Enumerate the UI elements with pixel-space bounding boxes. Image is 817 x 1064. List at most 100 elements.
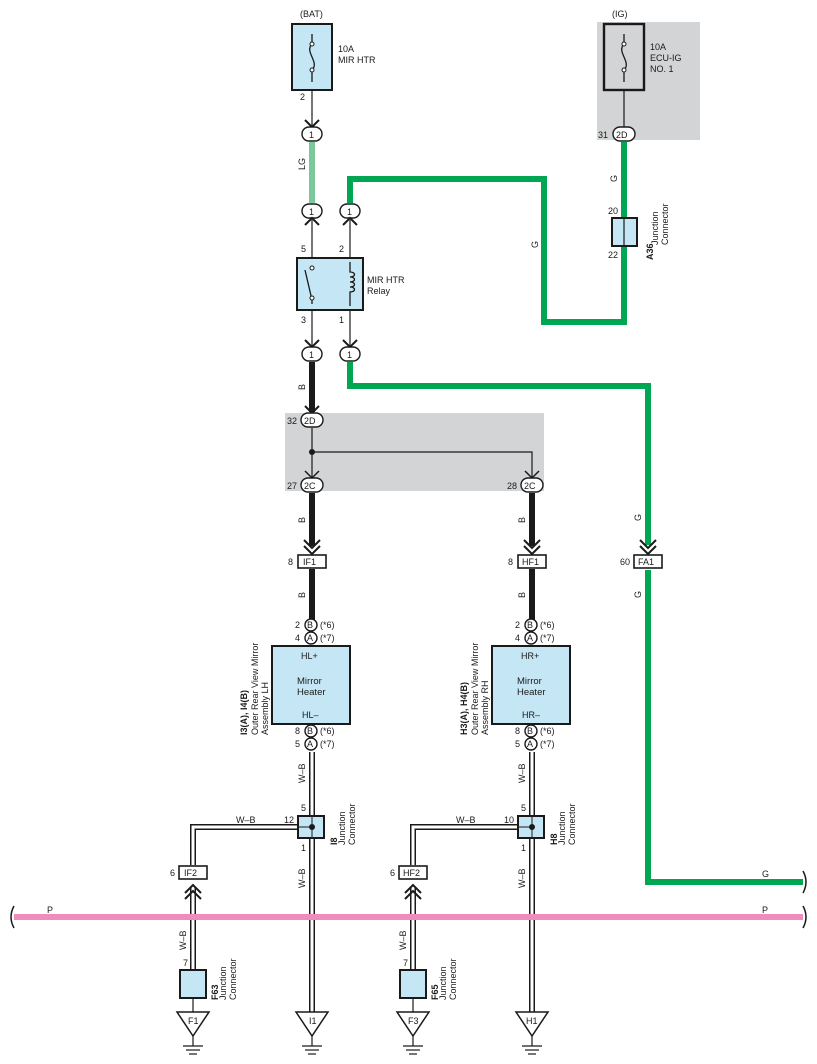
wire-label-b-2: B bbox=[297, 517, 307, 523]
pin-jb-28: 28 bbox=[507, 481, 517, 491]
mirror-lh-pins-bot: 8 B (*6) 5 A (*7) bbox=[295, 724, 335, 751]
svg-text:(*7): (*7) bbox=[320, 633, 335, 643]
wire-label-g-3: G bbox=[633, 514, 643, 521]
fuse-mir-name: MIR HTR bbox=[338, 55, 376, 65]
h8-line1: Junction bbox=[557, 811, 567, 845]
svg-text:1: 1 bbox=[309, 130, 314, 140]
f65-line2: Connector bbox=[448, 958, 458, 1000]
a36-line1: Junction bbox=[650, 211, 660, 245]
conn-1-relay-3: 1 bbox=[301, 339, 323, 362]
a36-code: A36 bbox=[645, 243, 655, 260]
f65-code: F65 bbox=[430, 984, 440, 1000]
rh-line2: Assembly RH bbox=[480, 680, 490, 735]
conn-1-bat: 1 bbox=[301, 119, 323, 142]
wire-label-wb-8: W–B bbox=[398, 930, 408, 950]
svg-text:B: B bbox=[527, 726, 533, 736]
conn-fa1: FA1 bbox=[633, 539, 663, 569]
conn-hf1: HF1 bbox=[517, 539, 547, 569]
wire-label-g-1: G bbox=[609, 175, 619, 182]
rh-line1: Outer Rear View Mirror bbox=[470, 643, 480, 735]
svg-text:1: 1 bbox=[309, 350, 314, 360]
mirror-heater-rh bbox=[491, 645, 571, 725]
svg-text:FA1: FA1 bbox=[638, 557, 654, 567]
svg-text:2D: 2D bbox=[304, 416, 316, 426]
conn-1-relay-1: 1 bbox=[339, 339, 361, 362]
wire-label-g-2: G bbox=[530, 241, 540, 248]
a36-line2: Connector bbox=[660, 203, 670, 245]
svg-text:1: 1 bbox=[347, 207, 352, 217]
wire-label-wb-6: W–B bbox=[517, 868, 527, 888]
lh-code: I3(A), I4(B) bbox=[239, 690, 249, 735]
jc-f65 bbox=[399, 969, 427, 999]
conn-2d-ecu: 2D bbox=[612, 126, 636, 142]
rh-title2: Heater bbox=[517, 687, 546, 698]
ground-h1: H1 bbox=[514, 1011, 550, 1055]
svg-text:1: 1 bbox=[309, 207, 314, 217]
svg-text:4: 4 bbox=[295, 633, 300, 643]
pin-jb-32: 32 bbox=[287, 416, 297, 426]
svg-text:HF1: HF1 bbox=[522, 557, 539, 567]
conn-1-relay-5: 1 bbox=[301, 203, 323, 226]
pin-hf2-6: 6 bbox=[390, 868, 395, 878]
svg-text:(*7): (*7) bbox=[320, 739, 335, 749]
i8-code: I8 bbox=[329, 837, 339, 845]
h8-code: H8 bbox=[549, 833, 559, 845]
lh-title1: Mirror bbox=[297, 676, 322, 687]
svg-text:2C: 2C bbox=[304, 481, 316, 491]
svg-text:2: 2 bbox=[515, 620, 520, 630]
h8-pin-top: 5 bbox=[521, 803, 526, 813]
wire-g-loop bbox=[347, 176, 627, 325]
mirror-rh-pins-top: 2 B (*6) 4 A (*7) bbox=[515, 618, 555, 645]
svg-text:5: 5 bbox=[515, 739, 520, 749]
svg-text:(*6): (*6) bbox=[320, 726, 335, 736]
relay-name1: MIR HTR bbox=[367, 275, 405, 285]
f65-line1: Junction bbox=[438, 966, 448, 1000]
relay-coil bbox=[349, 262, 356, 306]
wire-label-p-1: P bbox=[47, 905, 53, 915]
svg-text:B: B bbox=[307, 620, 313, 630]
pin-hf1-8: 8 bbox=[508, 557, 513, 567]
wire-label-wb-2: W–B bbox=[517, 763, 527, 783]
rh-minus: HR– bbox=[522, 710, 540, 720]
wire-jb-branch bbox=[312, 451, 533, 477]
svg-text:(*7): (*7) bbox=[540, 739, 555, 749]
f63-code: F63 bbox=[210, 984, 220, 1000]
i8-pin-left: 12 bbox=[284, 815, 294, 825]
rh-code: H3(A), H4(B) bbox=[459, 682, 469, 735]
wire-label-wb-1: W–B bbox=[297, 763, 307, 783]
i8-line2: Connector bbox=[347, 803, 357, 845]
conn-1-relay-2: 1 bbox=[339, 203, 361, 226]
bat-label: (BAT) bbox=[300, 9, 323, 19]
mirror-heater-lh bbox=[271, 645, 351, 725]
svg-text:A: A bbox=[307, 739, 313, 749]
pin-relay-2: 2 bbox=[339, 244, 344, 254]
h8-pin-left: 10 bbox=[504, 815, 514, 825]
wire-label-b-5: B bbox=[517, 592, 527, 598]
pin-jb-27: 27 bbox=[287, 481, 297, 491]
wire-label-p-2: P bbox=[762, 905, 768, 915]
wire-label-wb-5: W–B bbox=[297, 868, 307, 888]
pin-fuse-out: 2 bbox=[300, 92, 305, 102]
lh-title2: Heater bbox=[297, 687, 326, 698]
i8-pin-bottom: 1 bbox=[301, 843, 306, 853]
wire-label-b-1: B bbox=[297, 384, 307, 390]
svg-text:4: 4 bbox=[515, 633, 520, 643]
jc-f63 bbox=[179, 969, 207, 999]
lh-minus: HL– bbox=[302, 710, 319, 720]
conn-2d-jb: 2D bbox=[300, 405, 324, 428]
ground-f3: F3 bbox=[395, 1011, 431, 1055]
pin-fa1-60: 60 bbox=[620, 557, 630, 567]
lh-line2: Assembly LH bbox=[260, 682, 270, 735]
wire-wb-lh-branch bbox=[190, 824, 298, 865]
pin-if2-6: 6 bbox=[170, 868, 175, 878]
f63-line1: Junction bbox=[218, 966, 228, 1000]
svg-text:(*6): (*6) bbox=[540, 620, 555, 630]
svg-text:(*6): (*6) bbox=[540, 726, 555, 736]
wire-g-out bbox=[645, 570, 803, 885]
wire-wb-rh-branch bbox=[410, 824, 518, 865]
wire-label-b-3: B bbox=[517, 517, 527, 523]
f63-line2: Connector bbox=[228, 958, 238, 1000]
fuse-ecu-name2: NO. 1 bbox=[650, 64, 674, 74]
wire-label-b-4: B bbox=[297, 592, 307, 598]
wire-break-right-g bbox=[802, 870, 807, 894]
